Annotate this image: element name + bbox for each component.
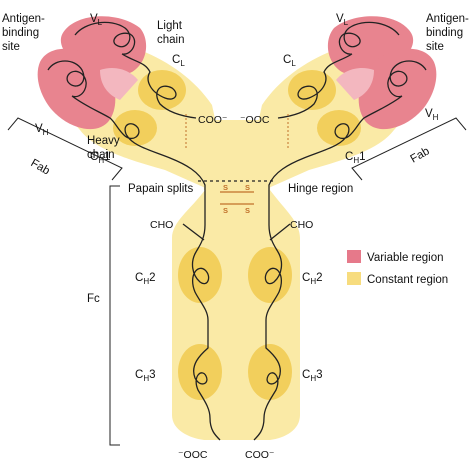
fc-stem-shape	[172, 185, 300, 440]
ch1-right-label: CH1	[345, 151, 366, 165]
cho-right-pointer	[269, 223, 291, 241]
legend-variable-swatch	[347, 250, 361, 263]
antigen-right-line1: Antigen-	[426, 13, 469, 25]
light-chain-line2: chain	[157, 34, 185, 46]
variable-regions	[37, 16, 437, 130]
legend-constant-label: Constant region	[367, 274, 448, 286]
right-light-chain	[277, 21, 400, 119]
vl-right-label: VL	[336, 13, 349, 27]
antigen-left-line2: binding	[2, 27, 39, 39]
fab-right-label: Fab	[409, 145, 432, 165]
papain-label: Papain splits	[128, 183, 193, 195]
ch1-left-label: CH1	[90, 151, 111, 165]
antigen-right-line3: site	[426, 41, 444, 53]
left-light-chain	[74, 21, 197, 119]
right-ch2-domain	[248, 247, 292, 303]
legend-variable-label: Variable region	[367, 252, 444, 264]
left-heavy-chain	[47, 60, 206, 225]
hinge-label: Hinge region	[288, 183, 353, 195]
cho-left-pointer	[182, 223, 205, 241]
disulfide-bonds: S S S S	[185, 114, 289, 215]
heavy-chain-line1: Heavy	[87, 135, 120, 147]
left-ch3-domain	[178, 344, 222, 400]
antigen-left-line1: Antigen-	[2, 13, 45, 25]
fab-left-bracket	[7, 117, 123, 181]
coo-bottom-label: COO⁻	[245, 449, 275, 461]
left-variable-light-fade	[100, 68, 138, 100]
ss-label-1: S	[223, 183, 228, 192]
ooc-right-arm-label: ⁻OOC	[240, 114, 270, 126]
legend-constant-swatch	[347, 272, 361, 285]
ch3-right-label: CH3	[302, 369, 323, 383]
right-ch1-domain	[317, 110, 361, 146]
ch2-right-label: CH2	[302, 272, 323, 286]
cho-right-label: CHO	[290, 219, 313, 231]
vl-left-label: VL	[90, 13, 103, 27]
cho-left-label: CHO	[150, 219, 173, 231]
left-variable-heavy	[37, 48, 116, 130]
left-ch2-domain	[178, 247, 222, 303]
coo-left-arm-label: COO⁻	[198, 114, 228, 126]
labels: Antigen- binding site Antigen- binding s…	[2, 13, 469, 461]
ch2-left-label: CH2	[135, 272, 156, 286]
antigen-right-line2: binding	[426, 27, 463, 39]
fab-right-bracket	[351, 117, 467, 181]
cl-left-label: CL	[172, 54, 185, 68]
brackets	[7, 117, 467, 446]
fc-right-chain	[253, 224, 283, 441]
legend: Variable region Constant region	[347, 250, 448, 286]
hinge-shape	[200, 120, 274, 190]
right-variable-light-fade	[336, 68, 374, 100]
right-heavy-chain	[268, 60, 427, 225]
fc-left-chain	[191, 224, 221, 441]
ss-label-2: S	[245, 183, 250, 192]
left-cl-domain	[138, 70, 186, 110]
right-cl-domain	[288, 70, 336, 110]
fc-label: Fc	[87, 293, 100, 305]
ooc-bottom-label: ⁻OOC	[178, 449, 208, 461]
left-ch1-domain	[113, 110, 157, 146]
right-variable-heavy	[358, 48, 437, 130]
ss-label-4: S	[245, 206, 250, 215]
antigen-left-line3: site	[2, 41, 20, 53]
cl-right-label: CL	[283, 54, 296, 68]
heavy-chain-line2: chain	[87, 149, 115, 161]
vh-left-label: VH	[35, 123, 49, 137]
vh-right-label: VH	[425, 108, 439, 122]
fc-bracket	[109, 185, 120, 446]
chain-lines	[47, 21, 427, 441]
fab-left-label: Fab	[29, 157, 52, 177]
right-ch3-domain	[248, 344, 292, 400]
ch3-left-label: CH3	[135, 369, 156, 383]
light-chain-line1: Light	[157, 20, 183, 32]
ss-label-3: S	[223, 206, 228, 215]
